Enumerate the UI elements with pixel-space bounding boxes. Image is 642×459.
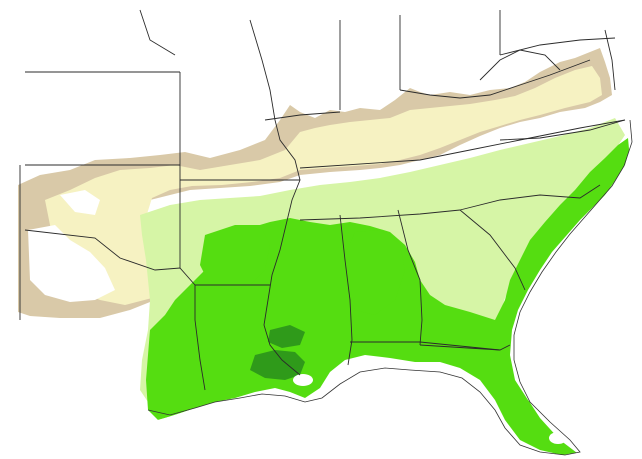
border-tx-la <box>194 285 206 391</box>
border-ms-al <box>339 214 353 366</box>
border-va-nc <box>499 119 626 141</box>
border-al-fl <box>350 341 501 351</box>
green-patch-arkansas <box>200 225 270 290</box>
border-nc-sc <box>459 184 601 211</box>
border-tn-north <box>299 119 626 169</box>
white-patch-northwest <box>60 190 100 215</box>
coastline <box>147 119 633 456</box>
border-ga-sc <box>459 209 526 291</box>
cream-region <box>45 66 602 305</box>
atlantic-ocean <box>518 120 642 459</box>
mississippi-river <box>249 19 301 376</box>
state-borders <box>19 9 626 391</box>
green-patch-alabama <box>345 230 405 315</box>
dark-green-patch-2 <box>268 325 305 348</box>
border-de-md <box>604 29 616 91</box>
border-ok-tx <box>24 229 196 286</box>
border-ga-fl <box>419 344 511 351</box>
border-wv-va <box>479 49 561 81</box>
lake-pontchartrain <box>293 374 313 386</box>
dark-green-patch <box>250 350 305 380</box>
border-tn-south <box>299 209 461 221</box>
border-al-ga <box>397 209 423 346</box>
border-ia-mo <box>139 9 176 56</box>
white-patch-west <box>28 225 115 302</box>
border-ky-tn-west <box>264 111 341 121</box>
gulf-of-mexico <box>140 370 530 459</box>
border-ky-va <box>399 59 591 99</box>
